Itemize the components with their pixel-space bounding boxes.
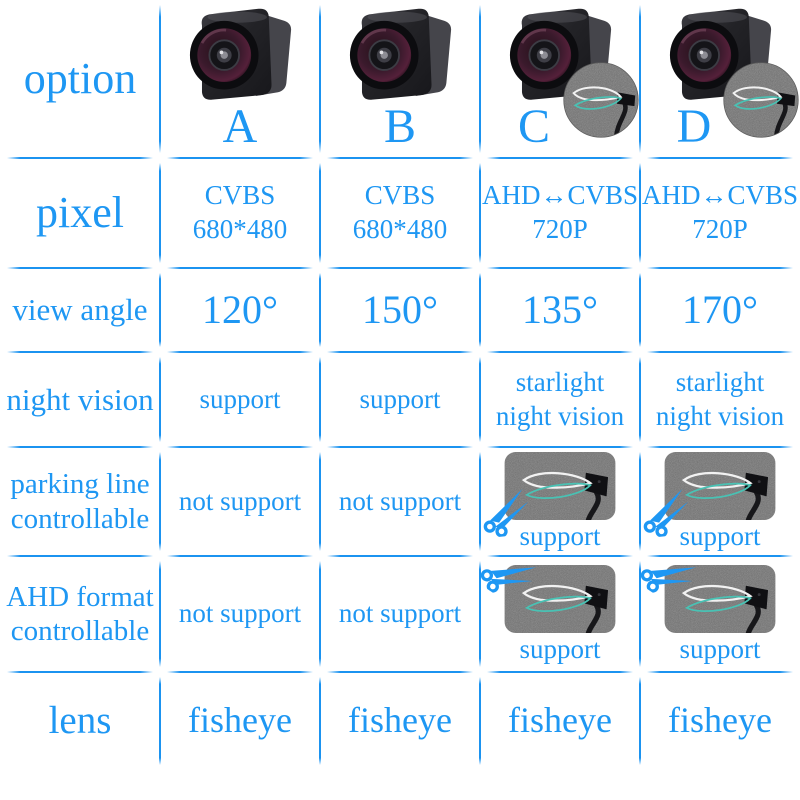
view-angle-value-c: 135° bbox=[479, 268, 640, 353]
ahd-format-value-b: not support bbox=[319, 556, 480, 673]
ahd-format-value-c: support bbox=[480, 556, 640, 673]
night-vision-value-c: starlight night vision bbox=[479, 352, 640, 448]
camera-photo bbox=[177, 6, 303, 108]
parking-line-value-c: support bbox=[477, 447, 640, 557]
row-label-parking-line: parking line controllable bbox=[0, 447, 160, 557]
option-letter-a: A bbox=[222, 100, 258, 153]
option-cell-b: B bbox=[319, 0, 480, 159]
ahd-format-value-a: not support bbox=[159, 556, 320, 673]
parking-line-value-a: not support bbox=[159, 447, 320, 557]
night-vision-value-a: support bbox=[159, 352, 320, 448]
lens-value-a: fisheye bbox=[159, 672, 320, 770]
parking-line-value-b: not support bbox=[319, 447, 480, 557]
option-letter-c: C bbox=[517, 100, 550, 153]
night-vision-value-b: support bbox=[319, 352, 480, 448]
ahd-format-value-d: support bbox=[640, 556, 800, 673]
row-label-pixel: pixel bbox=[0, 158, 160, 269]
scissors-icon bbox=[637, 482, 694, 539]
option-letter-d: D bbox=[676, 100, 712, 153]
lens-value-b: fisheye bbox=[319, 672, 480, 770]
comparison-table: option A B C D pixel CVBS 680*480 CVBS 6… bbox=[0, 0, 800, 770]
pixel-value-d: AHD↔CVBS 720P bbox=[639, 158, 800, 269]
row-label-option: option bbox=[0, 0, 160, 159]
parking-line-value-d: support bbox=[637, 447, 800, 557]
option-cell-a: A bbox=[159, 0, 320, 159]
option-cell-d: D bbox=[639, 0, 800, 159]
camera-photo bbox=[337, 6, 463, 108]
night-vision-value-d: starlight night vision bbox=[639, 352, 800, 448]
row-label-night-vision: night vision bbox=[0, 352, 160, 448]
scissors-icon bbox=[477, 482, 534, 539]
option-label: option bbox=[23, 53, 137, 103]
row-label-view-angle: view angle bbox=[0, 268, 160, 353]
view-angle-value-d: 170° bbox=[639, 268, 800, 353]
pixel-value-c: AHD↔CVBS 720P bbox=[479, 158, 640, 269]
lens-value-d: fisheye bbox=[639, 672, 800, 770]
option-cell-c: C bbox=[479, 0, 640, 159]
option-letter-b: B bbox=[383, 100, 416, 153]
row-label-lens: lens bbox=[48, 698, 112, 742]
pixel-value-b: CVBS 680*480 bbox=[319, 158, 480, 269]
view-angle-value-b: 150° bbox=[319, 268, 480, 353]
row-label-ahd-format: AHD format controllable bbox=[0, 556, 160, 673]
pixel-value-a: CVBS 680*480 bbox=[159, 158, 320, 269]
view-angle-value-a: 120° bbox=[159, 268, 320, 353]
lens-value-c: fisheye bbox=[479, 672, 640, 770]
